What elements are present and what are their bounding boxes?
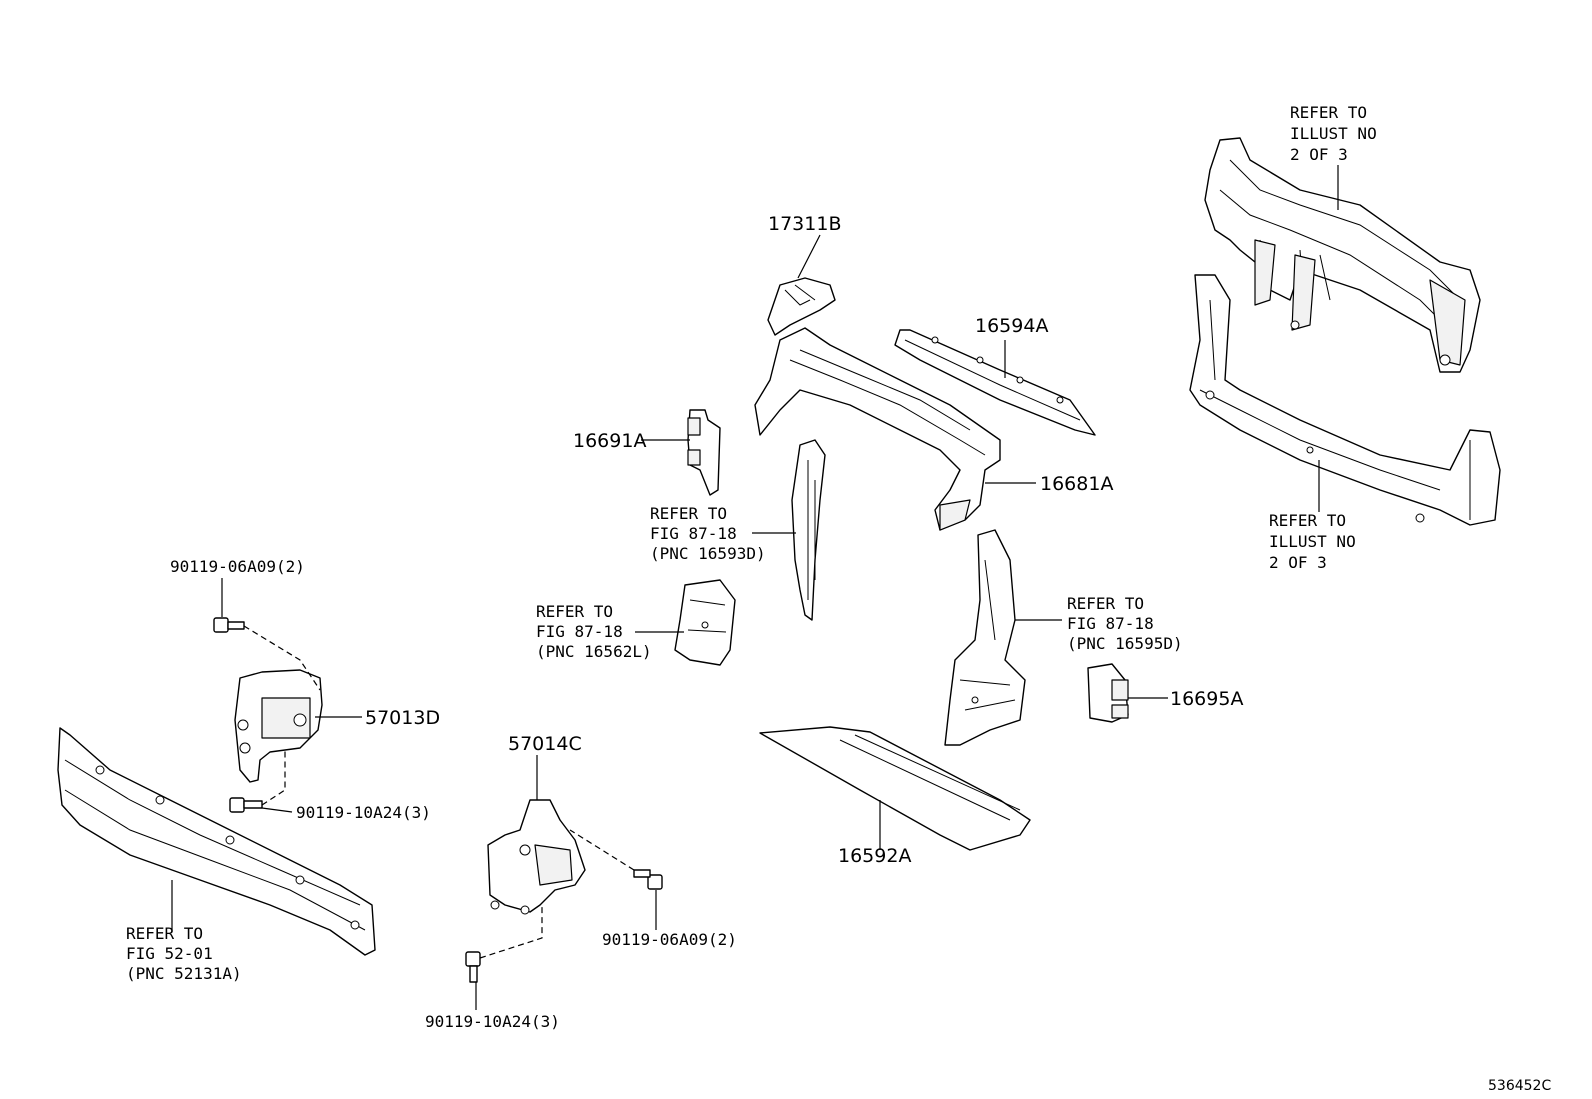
bumper-reinforcement-drawing	[57, 727, 376, 956]
pnc-57013D: 57013D	[365, 707, 440, 729]
bolt-left-top-icon	[213, 617, 245, 633]
svg-text:FIG 87-18: FIG 87-18	[1067, 614, 1154, 633]
svg-text:REFER TO: REFER TO	[1269, 511, 1346, 530]
svg-text:2 OF 3: 2 OF 3	[1269, 553, 1327, 572]
svg-text:ILLUST NO: ILLUST NO	[1290, 124, 1377, 143]
refer-illust-bottom: REFER TO ILLUST NO 2 OF 3	[1269, 511, 1356, 572]
bolt-left-top-label: 90119-06A09(2)	[170, 557, 305, 576]
radiator-support-upper-drawing	[1204, 137, 1481, 373]
svg-text:(PNC 52131A): (PNC 52131A)	[126, 964, 242, 983]
svg-text:REFER TO: REFER TO	[1067, 594, 1144, 613]
svg-text:FIG 87-18: FIG 87-18	[536, 622, 623, 641]
bolt-left-bottom-icon	[229, 797, 263, 813]
part-16595D-drawing	[944, 529, 1026, 746]
bolt-bottom-center-icon	[465, 951, 481, 983]
pnc-16691A: 16691A	[573, 430, 646, 452]
svg-text:FIG 52-01: FIG 52-01	[126, 944, 213, 963]
figure-id: 536452C	[1488, 1078, 1551, 1094]
bolt-right-mid-icon	[633, 869, 663, 890]
part-16695A-drawing	[1087, 663, 1129, 723]
svg-text:(PNC 16562L): (PNC 16562L)	[536, 642, 652, 661]
svg-text:FIG 87-18: FIG 87-18	[650, 524, 737, 543]
pnc-57014C: 57014C	[508, 733, 582, 755]
part-16593D-drawing	[791, 439, 826, 621]
pnc-16695A: 16695A	[1170, 688, 1243, 710]
refer-illust-top: REFER TO ILLUST NO 2 OF 3	[1290, 103, 1377, 164]
pnc-16594A: 16594A	[975, 315, 1048, 337]
part-16681A-drawing	[754, 327, 1001, 531]
refer-fig-52131A: REFER TO FIG 52-01 (PNC 52131A)	[126, 924, 242, 983]
svg-text:ILLUST NO: ILLUST NO	[1269, 532, 1356, 551]
part-57013D-drawing	[234, 669, 323, 783]
pnc-16592A: 16592A	[838, 845, 911, 867]
svg-text:(PNC 16595D): (PNC 16595D)	[1067, 634, 1183, 653]
refer-fig-16593D: REFER TO FIG 87-18 (PNC 16593D)	[650, 504, 766, 563]
part-16562L-drawing	[674, 579, 736, 666]
svg-text:REFER TO: REFER TO	[126, 924, 203, 943]
pnc-17311B: 17311B	[768, 213, 841, 235]
part-16691A-drawing	[687, 409, 721, 496]
radiator-support-lower-drawing	[1189, 274, 1501, 526]
part-16594A-drawing	[894, 329, 1096, 436]
svg-text:REFER TO: REFER TO	[536, 602, 613, 621]
part-17311B-drawing	[767, 277, 836, 336]
svg-text:REFER TO: REFER TO	[650, 504, 727, 523]
refer-fig-16562L: REFER TO FIG 87-18 (PNC 16562L)	[536, 602, 652, 661]
refer-fig-16595D: REFER TO FIG 87-18 (PNC 16595D)	[1067, 594, 1183, 653]
bolt-left-bottom-label: 90119-10A24(3)	[296, 803, 431, 822]
bolt-right-mid-label: 90119-06A09(2)	[602, 930, 737, 949]
svg-text:(PNC 16593D): (PNC 16593D)	[650, 544, 766, 563]
pnc-16681A: 16681A	[1040, 473, 1113, 495]
svg-text:REFER TO: REFER TO	[1290, 103, 1367, 122]
part-16592A-drawing	[759, 726, 1031, 851]
svg-text:2 OF 3: 2 OF 3	[1290, 145, 1348, 164]
bolt-bottom-center-label: 90119-10A24(3)	[425, 1012, 560, 1031]
part-57014C-drawing	[487, 799, 586, 915]
